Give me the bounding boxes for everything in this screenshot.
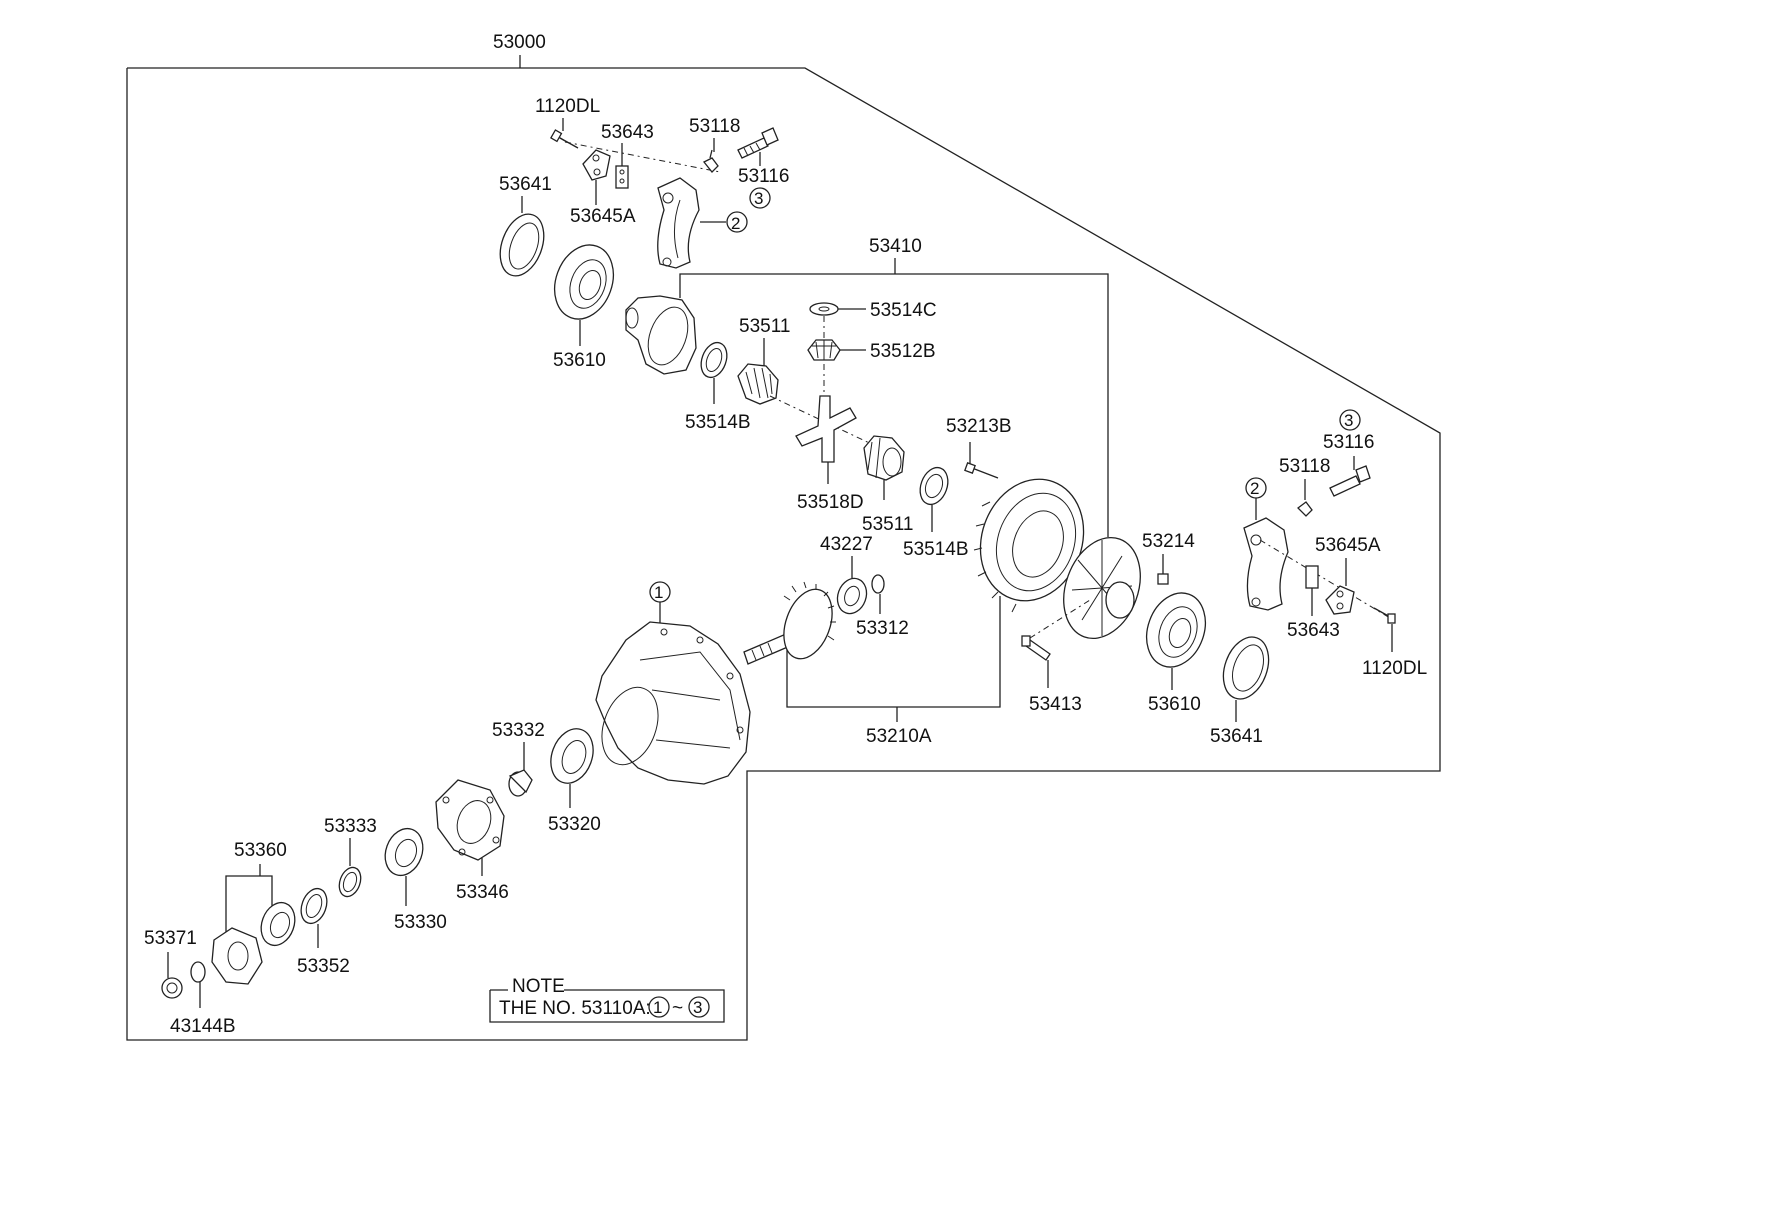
label-53645A-right: 53645A <box>1315 535 1381 556</box>
label-53330: 53330 <box>394 912 447 933</box>
label-53511-bottom: 53511 <box>862 514 913 535</box>
callout-2-right-text: 2 <box>1250 479 1259 498</box>
label-53641-right: 53641 <box>1210 726 1263 747</box>
label-53410: 53410 <box>869 236 922 257</box>
label-53512B: 53512B <box>870 341 936 362</box>
bracket-53360 <box>225 875 273 932</box>
label-53352: 53352 <box>297 956 350 977</box>
label-53514C: 53514C <box>870 300 937 321</box>
label-53643-right: 53643 <box>1287 620 1340 641</box>
lock-washer-53118-right <box>1297 501 1313 517</box>
label-53116-right: 53116 <box>1323 432 1374 453</box>
subassembly-bracket-53210A <box>786 596 1001 708</box>
label-53118-top: 53118 <box>689 116 740 137</box>
callout-2-top <box>726 211 748 233</box>
callout-3-right <box>1339 409 1361 431</box>
label-1120DL-right: 1120DL <box>1362 658 1427 679</box>
nut-53214 <box>1157 573 1169 585</box>
lock-plate-53645A-right <box>1325 585 1355 615</box>
callout-2-top-text: 2 <box>731 214 740 233</box>
label-53332: 53332 <box>492 720 545 741</box>
note-box: NOTE THE NO. 53110A: 1 ~ 3 <box>489 976 725 1023</box>
label-53610-right: 53610 <box>1148 694 1201 715</box>
side-gear-53511-bottom <box>863 435 905 481</box>
washer-53352 <box>300 887 328 925</box>
bearing-retainer-53346 <box>435 779 505 861</box>
lock-plate-53645A-top <box>582 149 611 181</box>
label-53643-top: 53643 <box>601 122 654 143</box>
ring-53312 <box>871 574 885 594</box>
adjuster-ring-53641-right <box>1222 636 1270 700</box>
thrust-washer-53514C <box>809 302 839 316</box>
label-53000: 53000 <box>493 32 546 53</box>
bolt-53413 <box>1021 599 1091 661</box>
bearing-cap-right <box>1243 517 1289 611</box>
label-53214: 53214 <box>1142 531 1195 552</box>
side-gear-53511-top <box>737 363 779 405</box>
spacer-53332 <box>508 769 533 797</box>
label-53610-top: 53610 <box>553 350 606 371</box>
bolt-1120DL-top <box>550 129 579 149</box>
label-53333: 53333 <box>324 816 377 837</box>
label-43227: 43227 <box>820 534 873 555</box>
bearing-53330 <box>384 827 424 877</box>
note-tilde: ~ <box>672 998 683 1019</box>
callout-3-top-text: 3 <box>754 189 763 208</box>
companion-flange <box>211 927 263 985</box>
label-53116-top: 53116 <box>738 166 789 187</box>
spider-cross-53518D <box>795 395 857 463</box>
assembly-outline-53000 <box>126 67 1441 1041</box>
label-53118-right: 53118 <box>1279 456 1330 477</box>
label-53511-top: 53511 <box>739 316 790 337</box>
bolt-53116-top <box>737 127 779 159</box>
thrust-washer-53514B-left <box>700 341 728 379</box>
bearing-43227 <box>836 577 868 615</box>
differential-case-half <box>625 295 697 375</box>
o-ring-43144B <box>190 961 206 983</box>
note-from: 1 <box>653 998 662 1017</box>
label-53514B-right: 53514B <box>903 539 969 560</box>
lock-washer-53118-top <box>702 149 719 173</box>
callout-3-top <box>749 187 771 209</box>
label-53213B: 53213B <box>946 416 1012 437</box>
note-text: THE NO. 53110A: <box>499 998 651 1019</box>
label-53312: 53312 <box>856 618 909 639</box>
bearing-53610-top <box>554 244 614 320</box>
bearing-53610-right <box>1146 592 1206 668</box>
label-53346: 53346 <box>456 882 509 903</box>
nut-53371 <box>161 977 183 999</box>
oil-seal <box>260 901 296 947</box>
label-53413: 53413 <box>1029 694 1082 715</box>
plate-53643-top <box>615 165 629 189</box>
note-to: 3 <box>693 998 702 1017</box>
bolt-1120DL-right <box>1373 607 1396 624</box>
washer-53333 <box>338 866 362 898</box>
note-title: NOTE <box>512 976 565 997</box>
plate-53643-right <box>1305 565 1319 589</box>
label-53320: 53320 <box>548 814 601 835</box>
label-53360: 53360 <box>234 840 287 861</box>
label-53514B-left: 53514B <box>685 412 751 433</box>
label-53641-top: 53641 <box>499 174 552 195</box>
bolt-53116-right <box>1329 465 1371 497</box>
subassembly-outline-53410 <box>679 273 1109 537</box>
label-43144B: 43144B <box>170 1016 236 1037</box>
label-53210A: 53210A <box>866 726 932 747</box>
bolt-53213B <box>964 462 999 479</box>
carrier-housing <box>595 621 751 785</box>
bearing-cap-top <box>657 177 700 269</box>
label-1120DL-top: 1120DL <box>535 96 600 117</box>
callout-1-text: 1 <box>654 583 663 602</box>
label-53371: 53371 <box>144 928 197 949</box>
adjuster-ring-53641-top <box>499 213 545 277</box>
callout-3-right-text: 3 <box>1344 411 1353 430</box>
differential-case-flange <box>1063 536 1141 640</box>
label-53645A-top: 53645A <box>570 206 636 227</box>
label-53518D: 53518D <box>797 492 864 513</box>
bearing-53320 <box>550 728 594 784</box>
thrust-washer-53514B-right <box>919 466 949 506</box>
drive-pinion-gear <box>743 581 836 665</box>
